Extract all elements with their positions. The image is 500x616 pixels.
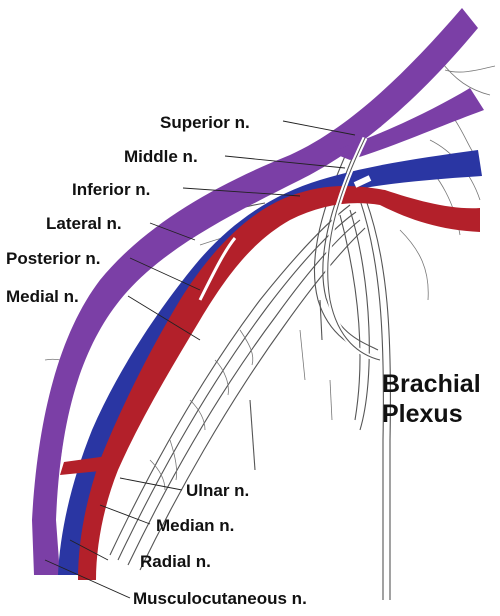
label-medial-n: Medial n. — [6, 287, 79, 306]
title-line2: Plexus — [382, 400, 463, 428]
label-inferior-n: Inferior n. — [72, 180, 150, 199]
labels: Superior n. Middle n. Inferior n. Latera… — [6, 113, 307, 608]
label-radial-n: Radial n. — [140, 552, 211, 571]
blue-vessel — [58, 150, 482, 575]
title-line1: Brachial — [382, 370, 481, 398]
leader-lines — [44, 120, 356, 599]
diagram-title: Brachial Plexus — [382, 370, 481, 428]
label-ulnar-n: Ulnar n. — [186, 481, 249, 500]
label-median-n: Median n. — [156, 516, 234, 535]
label-middle-n: Middle n. — [124, 147, 198, 166]
nerve-sketch — [44, 59, 496, 600]
label-lateral-n: Lateral n. — [46, 214, 122, 233]
purple-vessel — [32, 8, 484, 575]
label-posterior-n: Posterior n. — [6, 249, 100, 268]
label-musculocutaneous-n: Musculocutaneous n. — [133, 589, 307, 608]
nerve-cords — [198, 136, 381, 363]
label-superior-n: Superior n. — [160, 113, 250, 132]
red-vessel — [60, 186, 480, 580]
